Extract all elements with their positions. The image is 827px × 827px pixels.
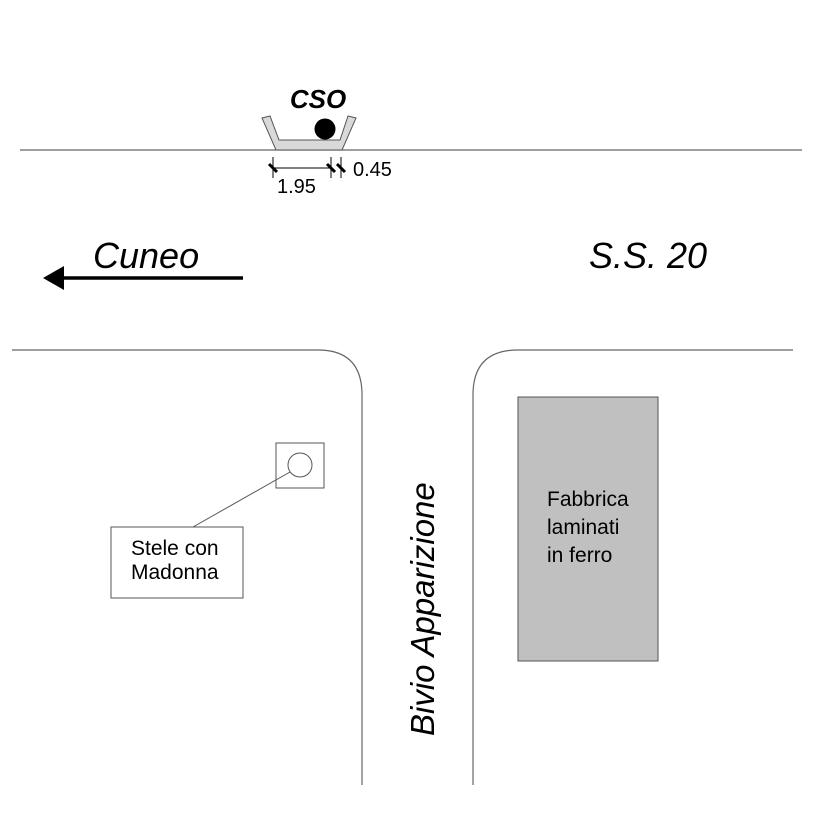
road-edge-south-west	[12, 349, 363, 785]
cso-label: CSO	[290, 84, 346, 114]
stele-symbol-circle	[287, 452, 313, 478]
cso-marker	[314, 118, 336, 140]
factory-building	[517, 396, 659, 662]
factory-label-line-1: Fabbrica	[547, 488, 629, 511]
dimension-offset-label: 0.45	[353, 159, 392, 181]
side-road-name: Bivio Apparizione	[404, 482, 441, 736]
stele-label-line-2: Madonna	[131, 561, 219, 585]
main-road-name: S.S. 20	[589, 235, 707, 276]
stele-leader-line	[192, 471, 291, 528]
road-edge-south-east	[472, 349, 793, 785]
cuneo-direction-label: Cuneo	[93, 235, 199, 276]
stele-label-box	[110, 526, 244, 599]
dimension-marks	[267, 157, 347, 178]
factory-label-line-2: laminati	[547, 516, 620, 539]
stele-label-line-1: Stele con	[131, 537, 219, 560]
factory-label: Fabbrica laminati in ferro	[547, 486, 629, 570]
left-arrow-icon	[43, 266, 243, 290]
factory-label-line-3: in ferro	[547, 544, 613, 567]
stele-label: Stele con Madonna	[131, 537, 219, 585]
channel-section	[261, 115, 357, 151]
dimension-width-label: 1.95	[277, 176, 316, 198]
stele-symbol-box	[275, 442, 325, 489]
